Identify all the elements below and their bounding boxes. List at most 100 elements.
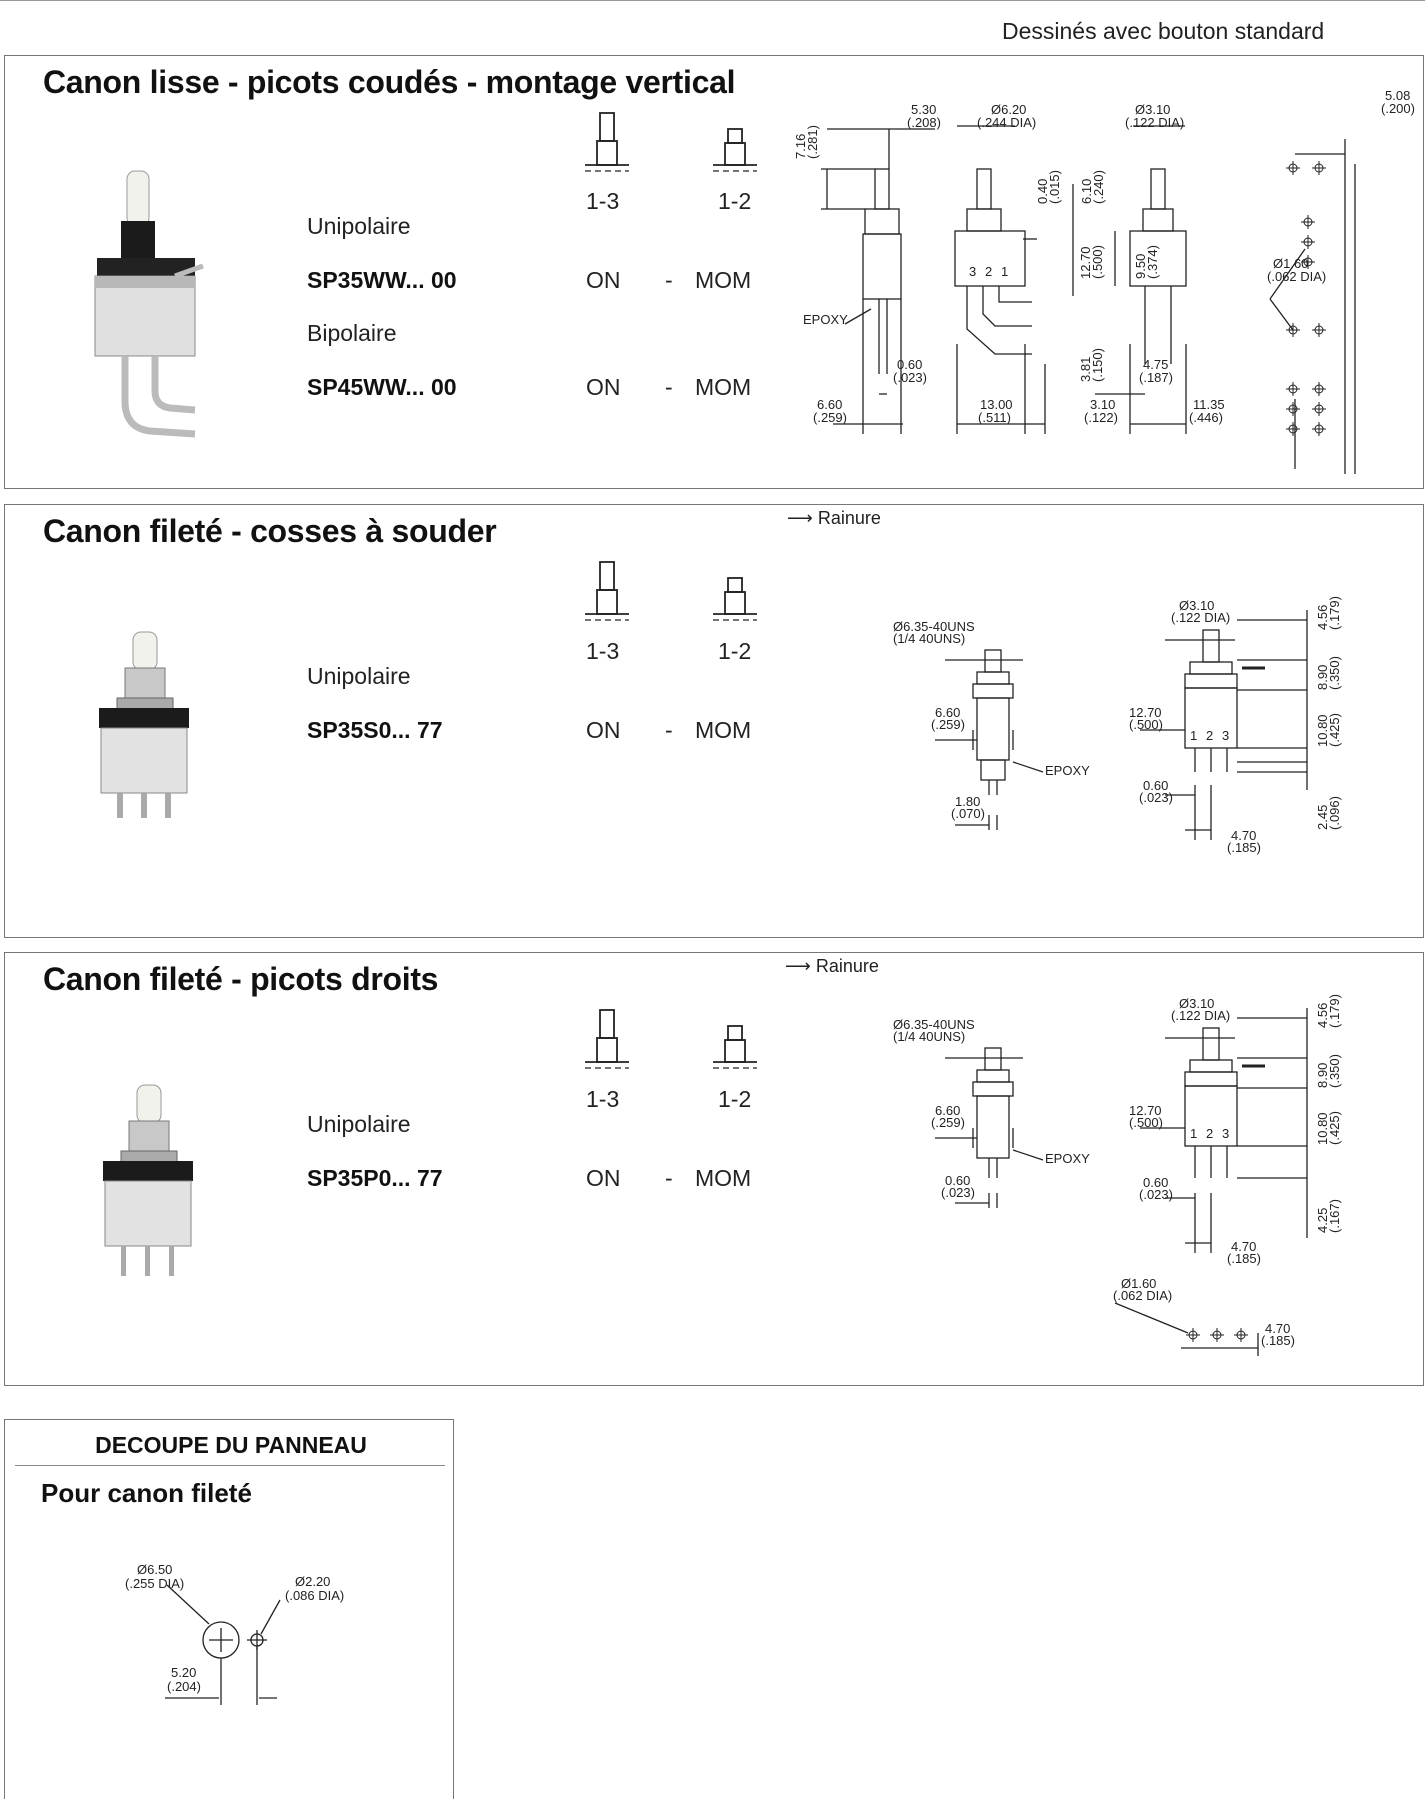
dimension-label: (.070) xyxy=(951,806,985,821)
dimension-label: (.240) xyxy=(1091,170,1106,204)
dimension-label: (.350) xyxy=(1327,656,1342,690)
dimension-label: (.500) xyxy=(1129,717,1163,732)
state-dash: - xyxy=(665,374,673,400)
dimension-label: (.500) xyxy=(1129,1115,1163,1130)
dimension-label: (.500) xyxy=(1090,245,1105,279)
divider xyxy=(15,1465,445,1466)
product-photo xyxy=(103,1084,193,1276)
button-down-symbol xyxy=(713,1025,757,1069)
state-mom: MOM xyxy=(695,267,752,293)
drawing-note: Dessinés avec bouton standard xyxy=(1002,18,1325,44)
part-code: SP35S0... 77 xyxy=(307,717,443,743)
pole-label: Unipolaire xyxy=(307,1111,411,1137)
dimension-label: EPOXY xyxy=(1045,763,1090,778)
dimension-label: Ø6.35-40UNS xyxy=(893,619,975,634)
dimension-label: (.096) xyxy=(1327,796,1342,830)
dimension-label: Ø6.35-40UNS xyxy=(893,1017,975,1032)
dimension-label: (.200) xyxy=(1381,101,1415,116)
dimension-label: 4.70 xyxy=(1231,828,1256,843)
panel-cutout-box: DECOUPE DU PANNEAU Pour canon fileté Ø6.… xyxy=(4,1419,454,1799)
dimension-label: (.023) xyxy=(941,1185,975,1200)
part-code: SP35WW... 00 xyxy=(307,267,457,293)
dimension-label: (.185) xyxy=(1227,1251,1261,1266)
pole-label: Unipolaire xyxy=(307,213,411,239)
dimension-label: 3 xyxy=(969,264,976,279)
position-label: 1-2 xyxy=(718,188,752,214)
dimension-label: (.179) xyxy=(1327,994,1342,1028)
dimension-label: 4.75 xyxy=(1143,357,1168,372)
dimension-label: 4.70 xyxy=(1231,1239,1256,1254)
dimension-label: 11.35 xyxy=(1193,397,1225,412)
section-title: Canon lisse - picots coudés - montage ve… xyxy=(43,64,736,100)
dimension-label: (.259) xyxy=(931,1115,965,1130)
dimension-label: 4.25 xyxy=(1315,1208,1330,1233)
dimension-label: (.187) xyxy=(1139,370,1173,385)
dimension-label: (.122 DIA) xyxy=(1171,610,1230,625)
position-label: 1-2 xyxy=(718,638,752,664)
dimension-label: 12.70 xyxy=(1129,1103,1162,1118)
button-down-symbol xyxy=(713,128,757,172)
dimension-label: 7.16 xyxy=(793,134,808,159)
position-label: 1-3 xyxy=(586,1086,620,1112)
dimension-label: 10.80 xyxy=(1315,714,1330,747)
dimension-label: (.350) xyxy=(1327,1054,1342,1088)
technical-drawing: Ø6.35-40UNS (1/4 40UNS) Ø3.10 (.122 DIA)… xyxy=(893,596,1342,855)
section-title: Canon fileté - picots droits xyxy=(43,961,439,997)
dimension-label: (.122 DIA) xyxy=(1125,115,1184,130)
state-on: ON xyxy=(586,1165,621,1191)
state-dash: - xyxy=(665,717,673,743)
product-photo xyxy=(94,170,204,438)
dimension-label: 6.10 xyxy=(1079,179,1094,204)
technical-drawing: Ø6.35-40UNS (1/4 40UNS) Ø3.10 (.122 DIA)… xyxy=(893,994,1342,1356)
dimension-label: (.185) xyxy=(1227,840,1261,855)
dimension-label: 0.40 xyxy=(1035,179,1050,204)
button-up-symbol xyxy=(585,1009,629,1069)
dimension-label: (.208) xyxy=(907,115,941,130)
dimension-label: 3.81 xyxy=(1078,357,1093,382)
state-on: ON xyxy=(586,374,621,400)
groove-label: ⟶ Rainure xyxy=(787,508,881,528)
dimension-label: (.511) xyxy=(978,410,1011,425)
button-up-symbol xyxy=(585,561,629,621)
groove-label: ⟶ Rainure xyxy=(785,956,879,976)
dimension-label: 0.60 xyxy=(1143,1175,1168,1190)
dimension-label: 4.56 xyxy=(1315,605,1330,630)
product-photo xyxy=(99,631,189,818)
dimension-label: Ø3.10 xyxy=(1135,102,1170,117)
dimension-label: (.023) xyxy=(893,370,927,385)
dimension-label: (.023) xyxy=(1139,790,1173,805)
button-up-symbol xyxy=(585,112,629,172)
dimension-label: Ø1.60 xyxy=(1121,1276,1156,1291)
section-title: Canon fileté - cosses à souder xyxy=(43,513,497,549)
section-threaded-straight-pins: Canon fileté - picots droits ⟶ Rainure U… xyxy=(4,952,1424,1386)
state-on: ON xyxy=(586,717,621,743)
dimension-label: 6.60 xyxy=(935,705,960,720)
dimension-label: 13.00 xyxy=(980,397,1013,412)
cutout-drawing: Ø6.50 (.255 DIA) Ø2.20 (.086 DIA) 5.20 (… xyxy=(125,1562,344,1705)
dimension-label: EPOXY xyxy=(1045,1151,1090,1166)
dimension-label: (.086 DIA) xyxy=(285,1588,344,1603)
dimension-label: Ø2.20 xyxy=(295,1574,330,1589)
dimension-label: 5.08 xyxy=(1385,88,1410,103)
dimension-label: (.259) xyxy=(813,410,847,425)
dimension-label: Ø3.10 xyxy=(1179,598,1214,613)
dimension-label: 5.30 xyxy=(911,102,936,117)
dimension-label: 2 xyxy=(985,264,992,279)
dimension-label: 1 xyxy=(1001,264,1008,279)
dimension-label: (.062 DIA) xyxy=(1267,269,1326,284)
dimension-label: 6.60 xyxy=(935,1103,960,1118)
dimension-label: 0.60 xyxy=(1143,778,1168,793)
dimension-label: (.446) xyxy=(1189,410,1223,425)
dimension-label: 1.80 xyxy=(955,794,980,809)
position-label: 1-3 xyxy=(586,188,620,214)
panel-heading: DECOUPE DU PANNEAU xyxy=(95,1432,367,1458)
state-on: ON xyxy=(586,267,621,293)
dimension-label: (.204) xyxy=(167,1679,201,1694)
dimension-label: Ø1.60 xyxy=(1273,256,1308,271)
dimension-label: 12.70 xyxy=(1078,246,1093,279)
pole-label: Bipolaire xyxy=(307,320,397,346)
position-label: 1-3 xyxy=(586,638,620,664)
dimension-label: (.185) xyxy=(1261,1333,1295,1348)
dimension-label: 2.45 xyxy=(1315,805,1330,830)
dimension-label: Ø6.20 xyxy=(991,102,1026,117)
